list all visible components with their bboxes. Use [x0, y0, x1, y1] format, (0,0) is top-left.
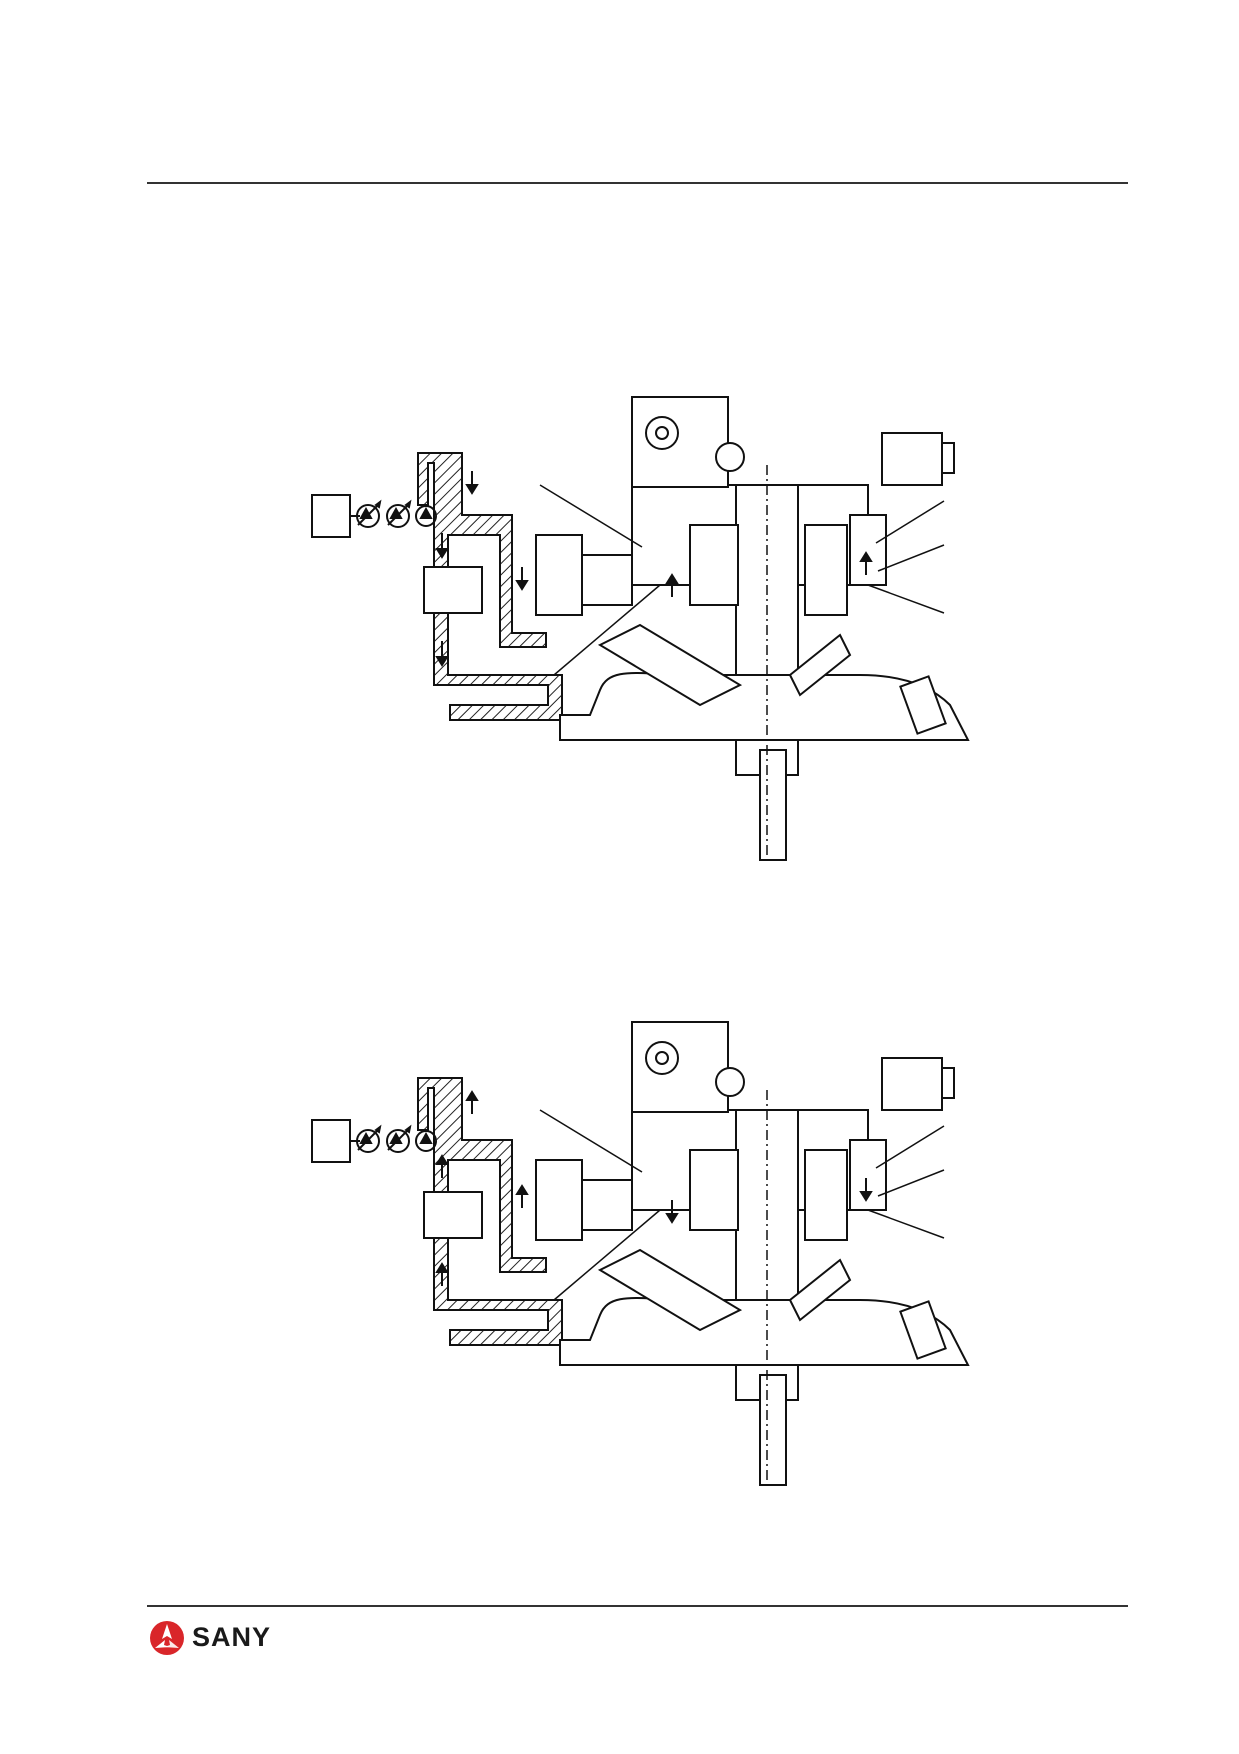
valve-block: [423, 566, 483, 614]
pump-symbol: [386, 504, 410, 528]
leader-line: [875, 1125, 945, 1169]
leader-line: [553, 584, 661, 676]
tank-box: [311, 1119, 351, 1163]
leader-line: [539, 484, 643, 548]
pump-symbol: [386, 1129, 410, 1153]
motor-diagram-lower: [311, 1021, 970, 1490]
leader-line: [877, 544, 945, 572]
pressure-line: [417, 1077, 563, 1346]
leader-line: [539, 1109, 643, 1173]
pressure-line: [417, 452, 563, 721]
sany-logo-icon: [150, 1621, 184, 1655]
leader-line: [877, 1169, 945, 1197]
leader-line: [867, 1209, 945, 1239]
pump-symbol: [356, 504, 380, 528]
valve-block: [423, 1191, 483, 1239]
footer-rule: [147, 1605, 1128, 1607]
leader-line: [875, 500, 945, 544]
header-rule: [147, 182, 1128, 184]
leader-line: [553, 1209, 661, 1301]
leader-line: [867, 584, 945, 614]
brand-name: SANY: [192, 1622, 272, 1652]
pump-symbol: [356, 1129, 380, 1153]
sany-logo: SANY: [148, 1619, 308, 1659]
tank-box: [311, 494, 351, 538]
motor-diagram-upper: [311, 396, 970, 865]
